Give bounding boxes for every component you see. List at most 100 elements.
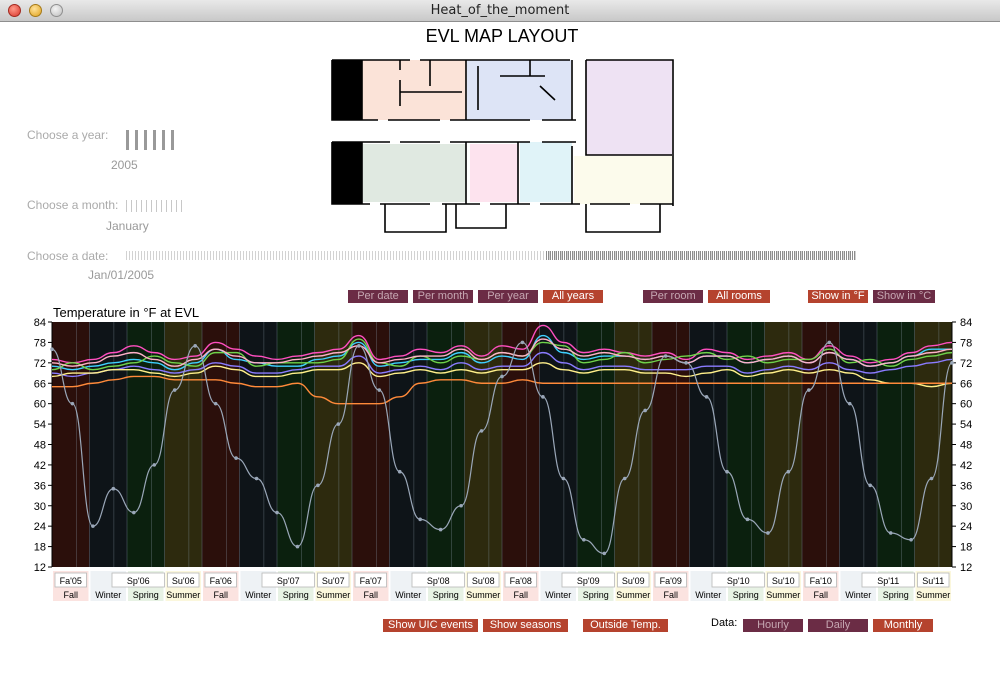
month-slider[interactable] [126,200,184,212]
outside-temp-point [357,344,361,348]
monthly-button[interactable]: Monthly [873,619,933,632]
room-blue[interactable] [467,60,571,120]
season-name-label: Fall [663,590,678,600]
outside-temp-point [950,361,954,365]
season-name-label: Fall [813,590,828,600]
season-year-label: Su'09 [622,576,645,586]
outside-temp-point [275,510,279,515]
y-tick-label-right: 36 [960,480,972,492]
outside-temp-button[interactable]: Outside Temp. [583,619,668,632]
outside-temp-point [459,503,463,508]
outside-temp-point [929,476,934,481]
all-years-button[interactable]: All years [543,290,603,303]
evl-floor-map[interactable] [330,56,680,256]
y-tick-label-right: 30 [960,501,972,513]
y-tick-label-left: 42 [34,460,46,472]
series-line-0 [51,324,953,364]
hourly-button[interactable]: Hourly [743,619,803,632]
all-rooms-button[interactable]: All rooms [708,290,770,303]
outside-temp-point [50,347,54,352]
room-pink[interactable] [470,144,518,202]
y-tick-label-left: 18 [34,542,46,554]
outside-temp-point [91,524,95,528]
season-name-label: Spring [583,590,609,600]
per-year-button[interactable]: Per year [478,290,538,303]
map-title: EVL MAP LAYOUT [425,26,579,46]
season-year-box [561,572,615,588]
season-year-label: Su'10 [772,576,795,586]
season-year-label: Sp'11 [877,576,899,586]
season-name-label: Summer [616,590,650,600]
date-value: Jan/01/2005 [88,268,155,282]
outside-temp-point [520,340,525,345]
season-year-label: Sp'08 [427,576,450,586]
season-name-label: Winter [695,590,721,600]
outside-temp-point [684,361,688,365]
room-black-bottom[interactable] [332,142,362,204]
season-year-label: Fa'07 [360,576,382,586]
outside-temp-point [868,483,872,488]
show-fahrenheit-button[interactable]: Show in °F [808,290,868,303]
close-window-button[interactable] [8,4,21,17]
room-yellow[interactable] [574,156,672,204]
outside-temp-point [622,476,627,481]
window-titlebar: Heat_of_the_moment [0,0,1000,22]
season-name-label: Winter [95,590,121,600]
room-black-top[interactable] [332,60,362,120]
season-year-label: Fa'08 [510,576,532,586]
season-year-box [767,572,800,588]
season-year-label: Fa'05 [60,576,82,586]
data-granularity-label: Data: [711,617,738,629]
season-year-box [354,572,387,588]
season-name-label: Spring [433,590,459,600]
season-year-label: Sp'09 [577,576,600,586]
show-seasons-button[interactable]: Show seasons [483,619,568,632]
season-year-box [861,572,915,588]
y-tick-label-right: 72 [960,358,972,370]
series-line-6 [52,375,952,405]
outside-temp-point [745,517,750,522]
year-label: Choose a year: [27,128,109,142]
outside-temp-point [786,469,791,474]
season-year-box [167,572,200,588]
season-year-box [617,572,650,588]
season-year-label: Su'06 [172,576,195,586]
date-slider[interactable] [126,251,856,260]
y-tick-label-right: 42 [960,460,972,472]
outside-temp-point [561,476,566,481]
season-year-box [467,572,500,588]
room-orange[interactable] [362,60,466,120]
outside-temp-point [582,537,586,542]
season-year-label: Su'07 [322,576,345,586]
show-uic-events-button[interactable]: Show UIC events [383,619,478,632]
show-celsius-button[interactable]: Show in °C [873,290,935,303]
year-slider[interactable] [126,130,180,150]
per-room-button[interactable]: Per room [643,290,703,303]
season-year-box [917,572,950,588]
minimize-window-button[interactable] [29,4,42,17]
outside-temp-point [479,429,484,433]
season-year-label: Fa'06 [210,576,232,586]
outside-temp-point [316,483,320,488]
season-name-label: Spring [733,590,759,600]
season-name-label: Fall [213,590,228,600]
room-purple[interactable] [586,60,672,155]
season-name-label: Winter [545,590,571,600]
season-band [877,322,915,567]
y-tick-label-left: 30 [34,501,46,513]
outside-temp-point [766,531,770,535]
room-green[interactable] [362,144,466,202]
outside-temp-point [377,388,382,392]
zoom-window-button[interactable] [50,4,63,17]
season-year-box [411,572,465,588]
season-band [52,322,90,567]
daily-button[interactable]: Daily [808,619,868,632]
outside-temp-point [193,344,197,348]
per-date-button[interactable]: Per date [348,290,408,303]
room-cyan[interactable] [520,142,572,202]
season-year-label: Sp'10 [727,576,750,586]
outside-temp-point [602,551,607,556]
outside-temp-point [888,531,893,535]
per-month-button[interactable]: Per month [413,290,473,303]
season-band [502,322,540,567]
